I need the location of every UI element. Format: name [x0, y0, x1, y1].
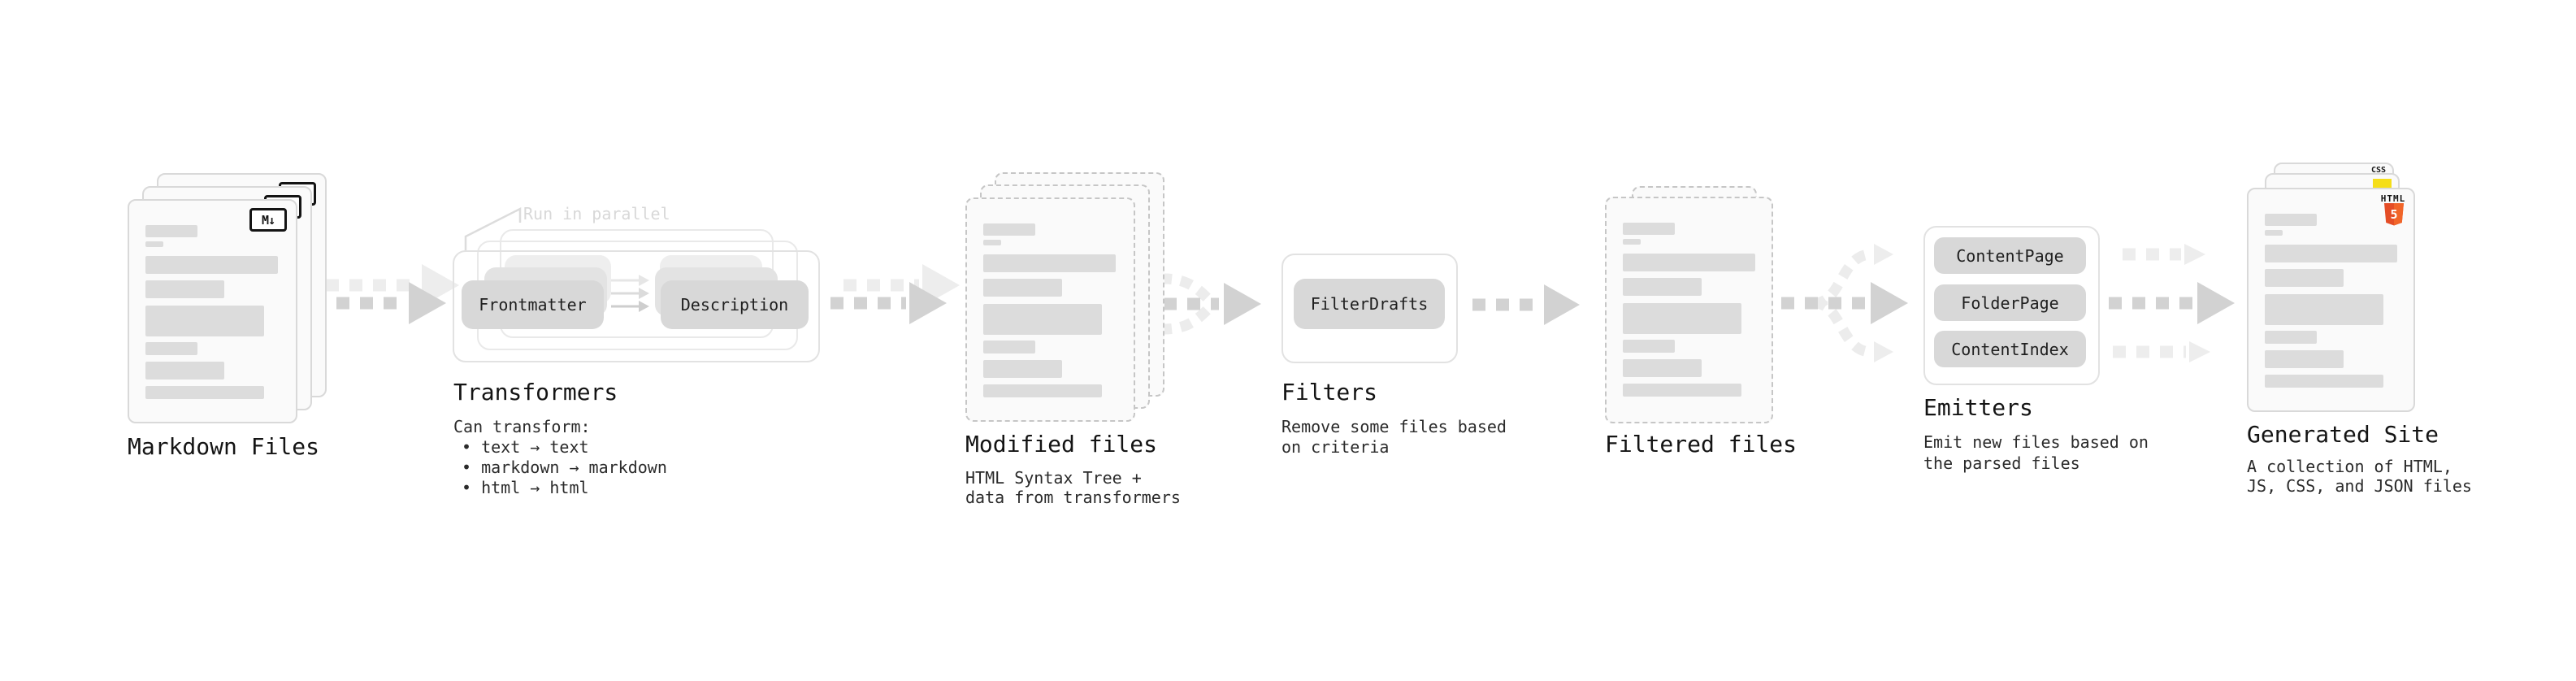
skeleton-bar — [145, 306, 264, 336]
skeleton-bar — [1623, 340, 1675, 353]
skeleton-bar — [983, 279, 1062, 297]
skeleton-bar — [145, 386, 264, 399]
run-in-parallel-annotation: Run in parallel — [523, 204, 670, 223]
modified-files-description: HTML Syntax Tree + data from transformer… — [965, 468, 1181, 507]
css-word: CSS — [2370, 166, 2387, 175]
skeleton-bar — [1623, 303, 1741, 334]
description-box: Description — [661, 280, 809, 329]
emitters-description: Emit new files based on the parsed files — [1923, 432, 2149, 474]
run-in-parallel-leader-line — [464, 206, 522, 251]
skeleton-bar — [2265, 331, 2317, 344]
skeleton-bar — [145, 256, 278, 274]
filters-sub1: Remove some files based — [1281, 417, 1507, 436]
emitters-sub1: Emit new files based on — [1923, 432, 2149, 452]
filterdrafts-box: FilterDrafts — [1294, 279, 1445, 329]
emitters-container — [1923, 226, 2100, 385]
skeleton-bar — [983, 360, 1062, 378]
skeleton-bar — [145, 280, 224, 298]
html5-number: 5 — [2390, 207, 2397, 222]
can-transform-text: Can transform: — [453, 417, 591, 436]
filters-description: Remove some files based on criteria — [1281, 417, 1507, 458]
bullet-html-to-html: • html → html — [462, 478, 589, 497]
css-icon: CSS — [2366, 167, 2391, 175]
generated-site-description: A collection of HTML, JS, CSS, and JSON … — [2247, 457, 2472, 496]
frontmatter-box-label: Frontmatter — [479, 295, 587, 314]
skeleton-bar — [983, 384, 1102, 397]
skeleton-bar — [2265, 214, 2317, 226]
html5-word: HTML — [2379, 194, 2407, 203]
skeleton-bar — [983, 340, 1035, 354]
skeleton-bar — [983, 240, 1001, 245]
arrow-emitters-to-generated — [2109, 244, 2235, 362]
skeleton-bar — [145, 362, 224, 380]
skeleton-bar — [145, 241, 163, 247]
markdown-badge-text: M↓ — [261, 212, 275, 228]
folderpage-box: FolderPage — [1934, 284, 2086, 321]
skeleton-bar — [2265, 245, 2397, 262]
skeleton-bar — [145, 342, 197, 355]
html5-icon: 5 — [2384, 203, 2404, 226]
skeleton-bar — [1623, 278, 1702, 296]
skeleton-bar — [2265, 269, 2344, 287]
html5-word-text: HTML — [2380, 193, 2406, 204]
modified-file-card-front — [965, 197, 1135, 422]
folderpage-box-label: FolderPage — [1961, 293, 2059, 313]
skeleton-bar — [1623, 359, 1702, 377]
skeleton-bar — [983, 254, 1116, 272]
skeleton-bar — [1623, 254, 1755, 271]
markdown-icon: M↓ — [249, 208, 287, 232]
modified-files-label: Modified files — [965, 431, 1158, 458]
arrow-filters-to-filtered — [1472, 284, 1580, 325]
contentpage-box-label: ContentPage — [1956, 245, 2064, 266]
transformers-description: Can transform: • text → text • markdown … — [453, 417, 667, 498]
skeleton-bar — [983, 223, 1035, 236]
transformers-label: Transformers — [453, 379, 618, 406]
filters-sub2: on criteria — [1281, 437, 1390, 457]
markdown-file-card-front: M↓ — [128, 199, 297, 423]
skeleton-bar — [983, 304, 1102, 335]
filters-container — [1281, 254, 1458, 363]
generated-site-label: Generated Site — [2247, 421, 2439, 448]
filterdrafts-box-label: FilterDrafts — [1310, 294, 1429, 314]
skeleton-bar — [2265, 230, 2283, 236]
contentpage-box: ContentPage — [1934, 237, 2086, 274]
generated-site-sub1: A collection of HTML, — [2247, 457, 2452, 476]
parallel-transform-arrows — [611, 275, 649, 312]
filtered-file-card-front — [1605, 197, 1773, 423]
description-box-label: Description — [680, 295, 789, 314]
skeleton-bar — [1623, 223, 1675, 235]
skeleton-bar — [145, 225, 197, 237]
filters-label: Filters — [1281, 379, 1378, 406]
emitters-label: Emitters — [1923, 394, 2033, 421]
emitters-sub2: the parsed files — [1923, 453, 2080, 473]
modified-files-sub2: data from transformers — [965, 488, 1181, 507]
markdown-files-label: Markdown Files — [128, 433, 320, 460]
filtered-files-label: Filtered files — [1605, 431, 1798, 458]
bullet-markdown-to-markdown: • markdown → markdown — [462, 458, 667, 477]
arrow-transformers-to-modified — [830, 264, 960, 324]
arrow-filtered-to-emitters-split — [1781, 244, 1908, 362]
generated-html-card: HTML 5 — [2247, 188, 2415, 412]
generated-site-sub2: JS, CSS, and JSON files — [2247, 476, 2472, 496]
bullet-text-to-text: • text → text — [462, 437, 589, 457]
frontmatter-box: Frontmatter — [462, 280, 604, 329]
transformer-container-front — [453, 250, 820, 362]
skeleton-bar — [2265, 375, 2383, 388]
skeleton-bar — [2265, 294, 2383, 325]
skeleton-bar — [2265, 350, 2344, 368]
skeleton-bar — [1623, 239, 1641, 245]
contentindex-box-label: ContentIndex — [1951, 339, 2069, 359]
contentindex-box: ContentIndex — [1934, 331, 2086, 367]
skeleton-bar — [1623, 384, 1741, 397]
arrow-markdown-to-transformers — [313, 264, 459, 324]
modified-files-sub1: HTML Syntax Tree + — [965, 468, 1142, 488]
